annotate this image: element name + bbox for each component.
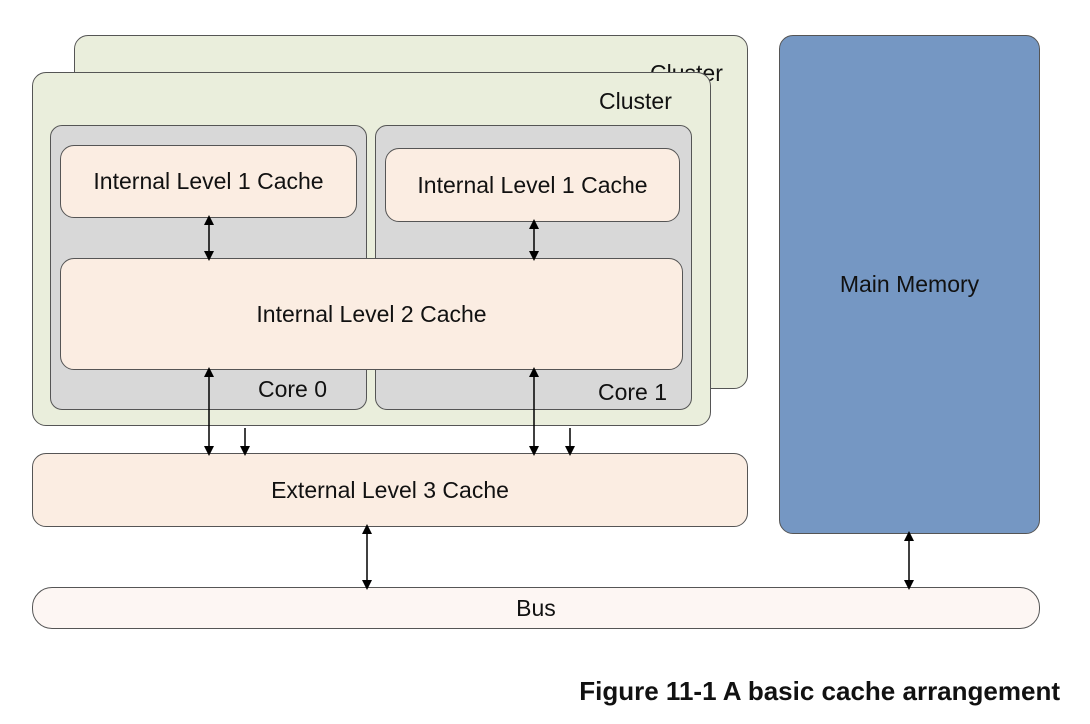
core-1-l1-cache: Internal Level 1 Cache: [385, 148, 680, 222]
cluster-front-label: Cluster: [599, 88, 672, 114]
core-0-l1-cache: Internal Level 1 Cache: [60, 145, 357, 218]
l3-cache: External Level 3 Cache: [32, 453, 748, 527]
figure-caption: Figure 11-1 A basic cache arrangement: [579, 676, 1060, 706]
l2-cache: Internal Level 2 Cache: [60, 258, 683, 370]
core-0-label: Core 0: [258, 376, 328, 402]
main-memory: Main Memory: [779, 35, 1040, 534]
core-1-label: Core 1: [598, 379, 668, 405]
bus: Bus: [32, 587, 1040, 629]
